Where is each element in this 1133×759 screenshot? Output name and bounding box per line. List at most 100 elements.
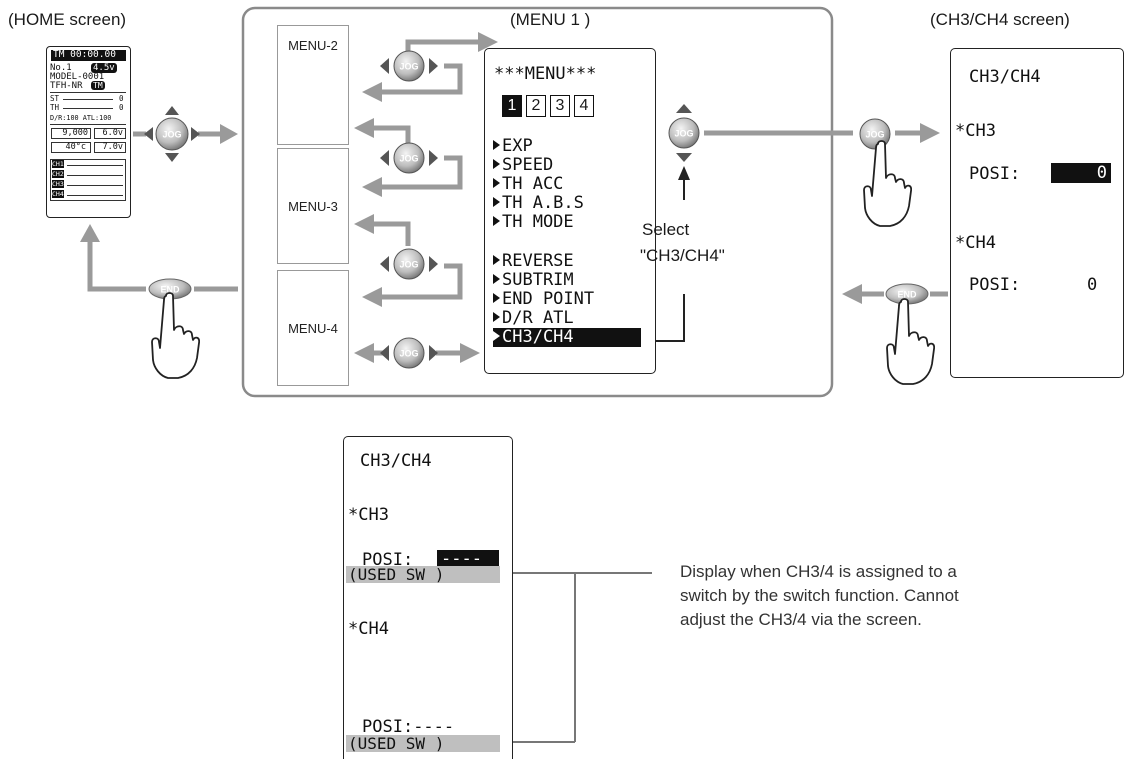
pointing-hand-icon: [862, 140, 912, 228]
menu1-page-3[interactable]: 3: [550, 95, 570, 117]
home-ch1-bar: [67, 165, 123, 166]
home-temp-box: 40°c: [51, 142, 91, 153]
jog-label: JOG: [399, 260, 418, 270]
jog-ud-button[interactable]: JOG: [664, 104, 704, 162]
home-ch4-bar: [67, 195, 123, 196]
ch4-used-sw: (USED SW ): [348, 734, 444, 753]
ch3-used-sw-badge: (USED SW ): [346, 566, 500, 583]
jog-lr-button-3[interactable]: JOG: [380, 248, 438, 280]
menu1-item-exp[interactable]: EXP: [493, 137, 584, 156]
menu1-item-th-mode[interactable]: TH MODE: [493, 213, 584, 232]
jog-label: JOG: [399, 62, 418, 72]
home-ch-row: CH2: [51, 170, 125, 180]
home-reading3-box: 7.0v: [94, 142, 126, 153]
home-st-value: 0: [119, 94, 124, 103]
home-tm-badge: TM: [91, 81, 105, 90]
menu1-page-2[interactable]: 2: [526, 95, 546, 117]
home-reading3: 7.0v: [103, 142, 123, 152]
menu2-page[interactable]: MENU-2: [277, 25, 349, 145]
jog-lr-button-4[interactable]: JOG: [380, 337, 438, 369]
home-ch4-label: CH4: [52, 190, 64, 198]
menu3-page[interactable]: MENU-3: [277, 148, 349, 264]
home-ch1-label: CH1: [52, 160, 64, 168]
menu1-group1: EXP SPEED TH ACC TH A.B.S TH MODE: [493, 137, 584, 232]
home-divider-2: [50, 124, 126, 125]
home-channel-box: CH1 CH2 CH3 CH4: [50, 159, 126, 201]
ch4-value: 0: [1087, 275, 1097, 295]
home-ch-row: CH4: [51, 190, 125, 200]
ch4-used-sw-badge: (USED SW ): [346, 735, 500, 752]
ch3ch4-switch-screen: CH3/CH4 *CH3 POSI: ---- (USED SW ) *CH4 …: [343, 436, 513, 759]
jog-label: JOG: [399, 154, 418, 164]
ch3ch4-screen: CH3/CH4 *CH3 POSI: 0 *CH4 POSI: 0: [950, 48, 1124, 378]
home-th-bar: [63, 108, 113, 109]
pointing-hand-icon: [885, 298, 935, 386]
ch3-value: 0: [1097, 163, 1107, 183]
ch3-value-field[interactable]: 0: [1051, 163, 1111, 183]
home-ch3-label: CH3: [52, 180, 64, 188]
home-timer-bar: TM 00:00.00: [51, 50, 126, 61]
home-ch-row: CH1: [51, 160, 125, 170]
pointing-hand-icon: [150, 292, 200, 380]
menu4-label: MENU-4: [288, 321, 338, 336]
ch3-used-sw: (USED SW ): [348, 565, 444, 584]
used-sw-note: Display when CH3/4 is assigned to a swit…: [680, 560, 959, 632]
home-type: TFH-NR: [50, 81, 83, 91]
home-screen: TM 00:00.00 No.1 4.5v MODEL-0001 TFH-NR …: [46, 46, 131, 218]
note-line-2: switch by the switch function. Cannot: [680, 584, 959, 608]
menu1-item-reverse[interactable]: REVERSE: [493, 252, 641, 271]
menu1-page-1[interactable]: 1: [502, 95, 522, 117]
select-label-line2: "CH3/CH4": [640, 246, 725, 266]
home-st-label: ST: [50, 94, 59, 103]
jog-label: JOG: [674, 129, 693, 139]
home-reading1: 9,000: [62, 128, 88, 138]
home-temp: 40°c: [66, 142, 86, 152]
menu1-item-th-abs[interactable]: TH A.B.S: [493, 194, 584, 213]
note-line-3: adjust the CH3/4 via the screen.: [680, 608, 959, 632]
menu1-item-ch3ch4-selected[interactable]: CH3/CH4: [493, 328, 641, 347]
sw-screen-ch4-label: *CH4: [348, 619, 389, 639]
menu1-title: ***MENU***: [494, 65, 596, 84]
home-reading2: 6.0v: [103, 128, 123, 138]
note-line-1: Display when CH3/4 is assigned to a: [680, 560, 959, 584]
home-st-bar: [63, 99, 113, 100]
sw-screen-ch3-label: *CH3: [348, 505, 389, 525]
jog-lr-button-2[interactable]: JOG: [380, 142, 438, 174]
select-label-line1: Select: [642, 220, 689, 240]
menu4-page[interactable]: MENU-4: [277, 270, 349, 386]
home-ch-row: CH3: [51, 180, 125, 190]
jog-4way-button-home[interactable]: JOG: [144, 106, 200, 162]
jog-lr-button-1[interactable]: JOG: [380, 50, 438, 82]
menu1-group2: REVERSE SUBTRIM END POINT D/R ATL CH3/CH…: [493, 252, 641, 347]
home-th-label: TH: [50, 103, 59, 112]
ch-screen-posi-label: POSI:: [969, 164, 1020, 184]
menu1-page-4[interactable]: 4: [574, 95, 594, 117]
home-screen-label: (HOME screen): [8, 10, 126, 30]
home-reading2-box: 6.0v: [94, 128, 126, 139]
jog-label: JOG: [162, 130, 181, 140]
home-ch2-label: CH2: [52, 170, 64, 178]
ch-screen-ch3-label: *CH3: [955, 121, 996, 141]
menu1-item-end-point[interactable]: END POINT: [493, 290, 641, 309]
menu1-item-dr-atl[interactable]: D/R ATL: [493, 309, 641, 328]
menu2-label: MENU-2: [288, 38, 338, 53]
home-th-value: 0: [119, 103, 124, 112]
home-divider: [50, 92, 126, 93]
ch-screen-label: (CH3/CH4 screen): [930, 10, 1070, 30]
menu1-item-speed[interactable]: SPEED: [493, 156, 584, 175]
jog-label: JOG: [399, 349, 418, 359]
ch-screen-ch4-label: *CH4: [955, 233, 996, 253]
jog-label: JOG: [865, 130, 884, 140]
used-sw-callout-lines: [500, 573, 652, 742]
menu3-label: MENU-3: [288, 199, 338, 214]
menu1-item-th-acc[interactable]: TH ACC: [493, 175, 584, 194]
menu1-screen: ***MENU*** 1234 EXP SPEED TH ACC TH A.B.…: [484, 48, 656, 374]
home-ch2-bar: [67, 175, 123, 176]
home-dr-line: D/R:100 ATL:100: [50, 114, 111, 122]
menu1-item-subtrim[interactable]: SUBTRIM: [493, 271, 641, 290]
ch-screen-posi-label-2: POSI:: [969, 275, 1020, 295]
home-reading1-box: 9,000: [51, 128, 91, 139]
home-ch3-bar: [67, 185, 123, 186]
